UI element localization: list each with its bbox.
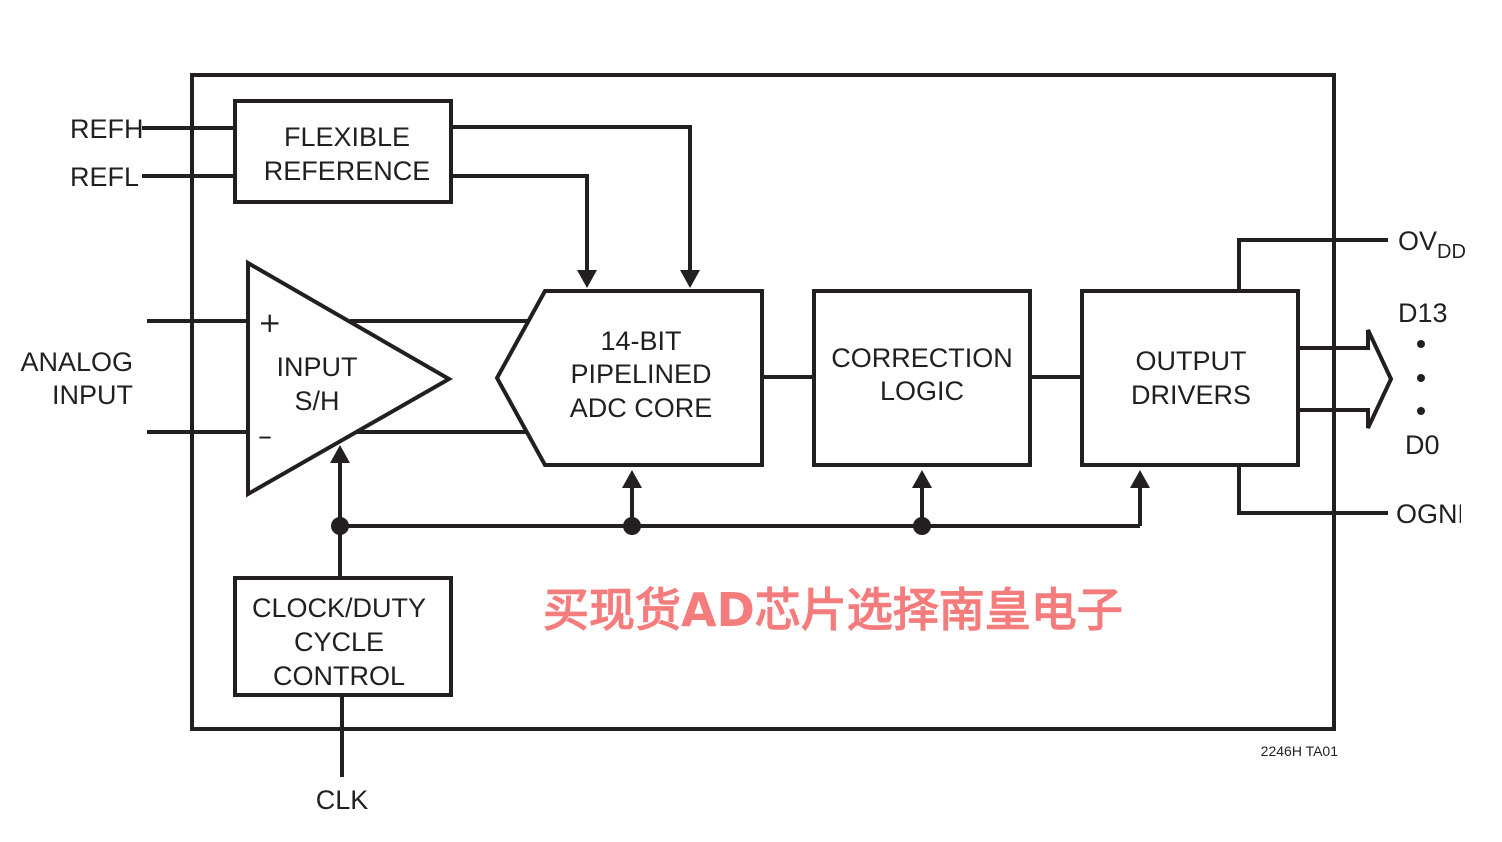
clock-junction-dot: [623, 517, 641, 535]
refh-pin-label: REFH: [70, 114, 144, 144]
adc-core-label-line1: 14-BIT: [600, 326, 681, 356]
analog-input-label-line2: INPUT: [52, 380, 133, 410]
ref-to-adc-wire-1: [451, 125, 692, 272]
flexible-reference-label-line1: FLEXIBLE: [284, 122, 410, 152]
analog-input-label-line1: ANALOG: [20, 347, 133, 377]
ref-to-adc-wire-2: [451, 174, 589, 272]
input-minus-sign: –: [258, 419, 272, 452]
ognd-wire: [1237, 465, 1388, 515]
adc-core-label-line2: PIPELINED: [570, 359, 711, 389]
input-sh-label-line2: S/H: [294, 386, 339, 416]
ovdd-main: OV: [1398, 226, 1437, 256]
refl-pin-label: REFL: [70, 162, 139, 192]
clock-duty-cycle-label-line2: CYCLE: [294, 627, 384, 657]
bus-ellipsis-dot: [1417, 374, 1425, 382]
correction-logic-label-line1: CORRECTION: [831, 343, 1013, 373]
clk-pin-label: CLK: [316, 785, 369, 815]
output-drivers-label-line1: OUTPUT: [1136, 346, 1247, 376]
clock-to-correction-arrow: [912, 470, 932, 488]
data-bus-arrow: [1298, 329, 1394, 429]
chip-boundary: [190, 73, 1336, 731]
input-sh-amplifier: [246, 259, 454, 498]
ovdd-wire: [1237, 238, 1388, 291]
clock-to-adc-arrow: [622, 470, 642, 488]
bus-ellipsis-dot: [1417, 407, 1425, 415]
clock-junction-dot: [331, 517, 349, 535]
bus-ellipsis-dot: [1417, 340, 1425, 348]
clock-duty-cycle-label-line3: CONTROL: [273, 661, 405, 691]
figure-id: 2246H TA01: [1261, 743, 1339, 759]
ognd-pin-label: OGND: [1396, 499, 1477, 529]
input-plus-sign: +: [258, 306, 281, 339]
clock-to-sh-arrow: [330, 445, 350, 463]
clock-duty-cycle-label-line1: CLOCK/DUTY: [252, 593, 426, 623]
flexible-reference-block: [233, 99, 453, 204]
clock-duty-cycle-block: [233, 576, 453, 697]
output-drivers-label-line2: DRIVERS: [1131, 380, 1251, 410]
ref-arrow-1: [680, 270, 700, 288]
ovdd-pin-label: OVDD: [1398, 226, 1466, 263]
clock-junction-dot: [913, 517, 931, 535]
output-drivers-block: [1080, 289, 1300, 467]
correction-logic-block: [812, 289, 1032, 467]
ref-arrow-2: [577, 270, 597, 288]
clock-to-output-arrow: [1130, 470, 1150, 488]
d13-pin-label: D13: [1398, 298, 1448, 328]
input-sh-label-line1: INPUT: [277, 352, 358, 382]
d0-pin-label: D0: [1405, 430, 1440, 460]
adc-core-label-line3: ADC CORE: [570, 393, 713, 423]
ovdd-subscript: DD: [1437, 241, 1466, 263]
watermark-text: 买现货AD芯片选择南皇电子: [543, 583, 1123, 637]
correction-logic-label-line2: LOGIC: [880, 376, 964, 406]
adc-core-block: [494, 289, 764, 467]
flexible-reference-label-line2: REFERENCE: [264, 156, 431, 186]
